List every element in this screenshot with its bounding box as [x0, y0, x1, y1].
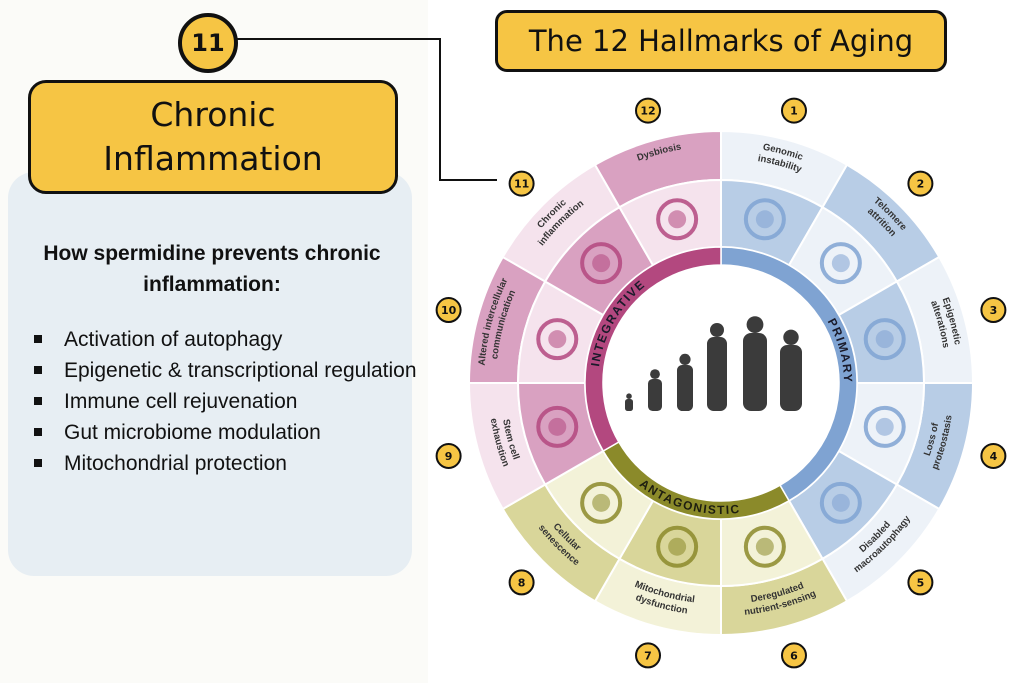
bullet-icon: [34, 335, 42, 343]
hallmark-number: 6: [790, 649, 798, 662]
hallmark-number-badge: 5: [907, 569, 934, 596]
hallmark-number: 1: [790, 105, 798, 118]
hallmark-number: 4: [990, 450, 998, 463]
hallmark-number-badge: 4: [980, 442, 1007, 469]
hallmark-title-box: Chronic Inflammation: [28, 80, 398, 194]
bacterium-icon: [656, 198, 699, 241]
mechanism-label: Gut microbiome modulation: [64, 421, 321, 444]
hallmark-segment-1: Genomicinstability: [720, 129, 849, 267]
mechanism-label: Activation of autophagy: [64, 328, 283, 351]
mechanism-label: Immune cell rejuvenation: [64, 390, 298, 413]
protein-fold-icon: [863, 405, 906, 448]
inflammation-cell-icon: [580, 242, 623, 285]
mechanism-item: Epigenetic & transcriptional regulation: [32, 355, 417, 386]
hallmark-number-badge: 12: [635, 97, 662, 124]
cell-network-icon: [536, 318, 579, 361]
mitochondrion-icon: [656, 525, 699, 568]
hallmark-number-badge: 6: [780, 642, 807, 669]
bullet-icon: [34, 397, 42, 405]
hallmark-segment-12: Dysbiosis: [593, 129, 722, 267]
hallmark-number: 8: [518, 576, 526, 589]
hallmark-number: 9: [445, 450, 453, 463]
hallmark-badge: 11: [178, 13, 238, 73]
mechanism-item: Immune cell rejuvenation: [32, 386, 417, 417]
mechanism-item: Gut microbiome modulation: [32, 417, 417, 448]
mechanism-item: Mitochondrial protection: [32, 448, 417, 479]
mechanism-item: Activation of autophagy: [32, 324, 417, 355]
stem-cell-icon: [536, 405, 579, 448]
hallmark-number: 10: [441, 304, 457, 317]
hallmark-number-badge: 10: [435, 297, 462, 324]
hallmark-number: 3: [990, 304, 998, 317]
hallmark-number-badge: 1: [780, 97, 807, 124]
hallmark-number-badge: 2: [907, 170, 934, 197]
hallmark-number-badge: 11: [508, 170, 535, 197]
mechanism-label: Mitochondrial protection: [64, 452, 287, 475]
hallmark-number: 11: [514, 178, 529, 191]
mechanism-panel: [8, 172, 412, 576]
hallmark-number-badge: 8: [508, 569, 535, 596]
hallmark-number: 2: [917, 178, 925, 191]
hallmark-segment-3: Epigeneticalterations: [837, 255, 975, 384]
human-aging-silhouettes-icon: [605, 267, 837, 499]
bullet-icon: [34, 459, 42, 467]
chromosome-icon: [819, 242, 862, 285]
hallmark-number: 12: [640, 105, 655, 118]
mechanism-label: Epigenetic & transcriptional regulation: [64, 359, 417, 382]
autophagosome-icon: [819, 481, 862, 524]
nucleosome-icon: [863, 318, 906, 361]
leaf-icon: [580, 481, 623, 524]
mechanism-list: Activation of autophagy Epigenetic & tra…: [32, 324, 417, 479]
mechanism-subtitle: How spermidine prevents chronic inflamma…: [43, 242, 381, 296]
bullet-icon: [34, 428, 42, 436]
hallmark-segment-8: Cellularsenescence: [501, 449, 655, 603]
hallmark-number: 7: [644, 649, 652, 662]
hallmark-number: 5: [917, 576, 925, 589]
hallmark-segment-9: Stem cellexhaustion: [467, 382, 605, 511]
dna-helix-icon: [743, 198, 786, 241]
hallmark-number-badge: 9: [435, 442, 462, 469]
bullet-icon: [34, 366, 42, 374]
cutlery-icon: [743, 525, 786, 568]
hallmark-number-badge: 3: [980, 297, 1007, 324]
diagram-title: The 12 Hallmarks of Aging: [495, 10, 947, 72]
hallmark-number-badge: 7: [635, 642, 662, 669]
hallmark-title: Chronic Inflammation: [103, 95, 323, 178]
